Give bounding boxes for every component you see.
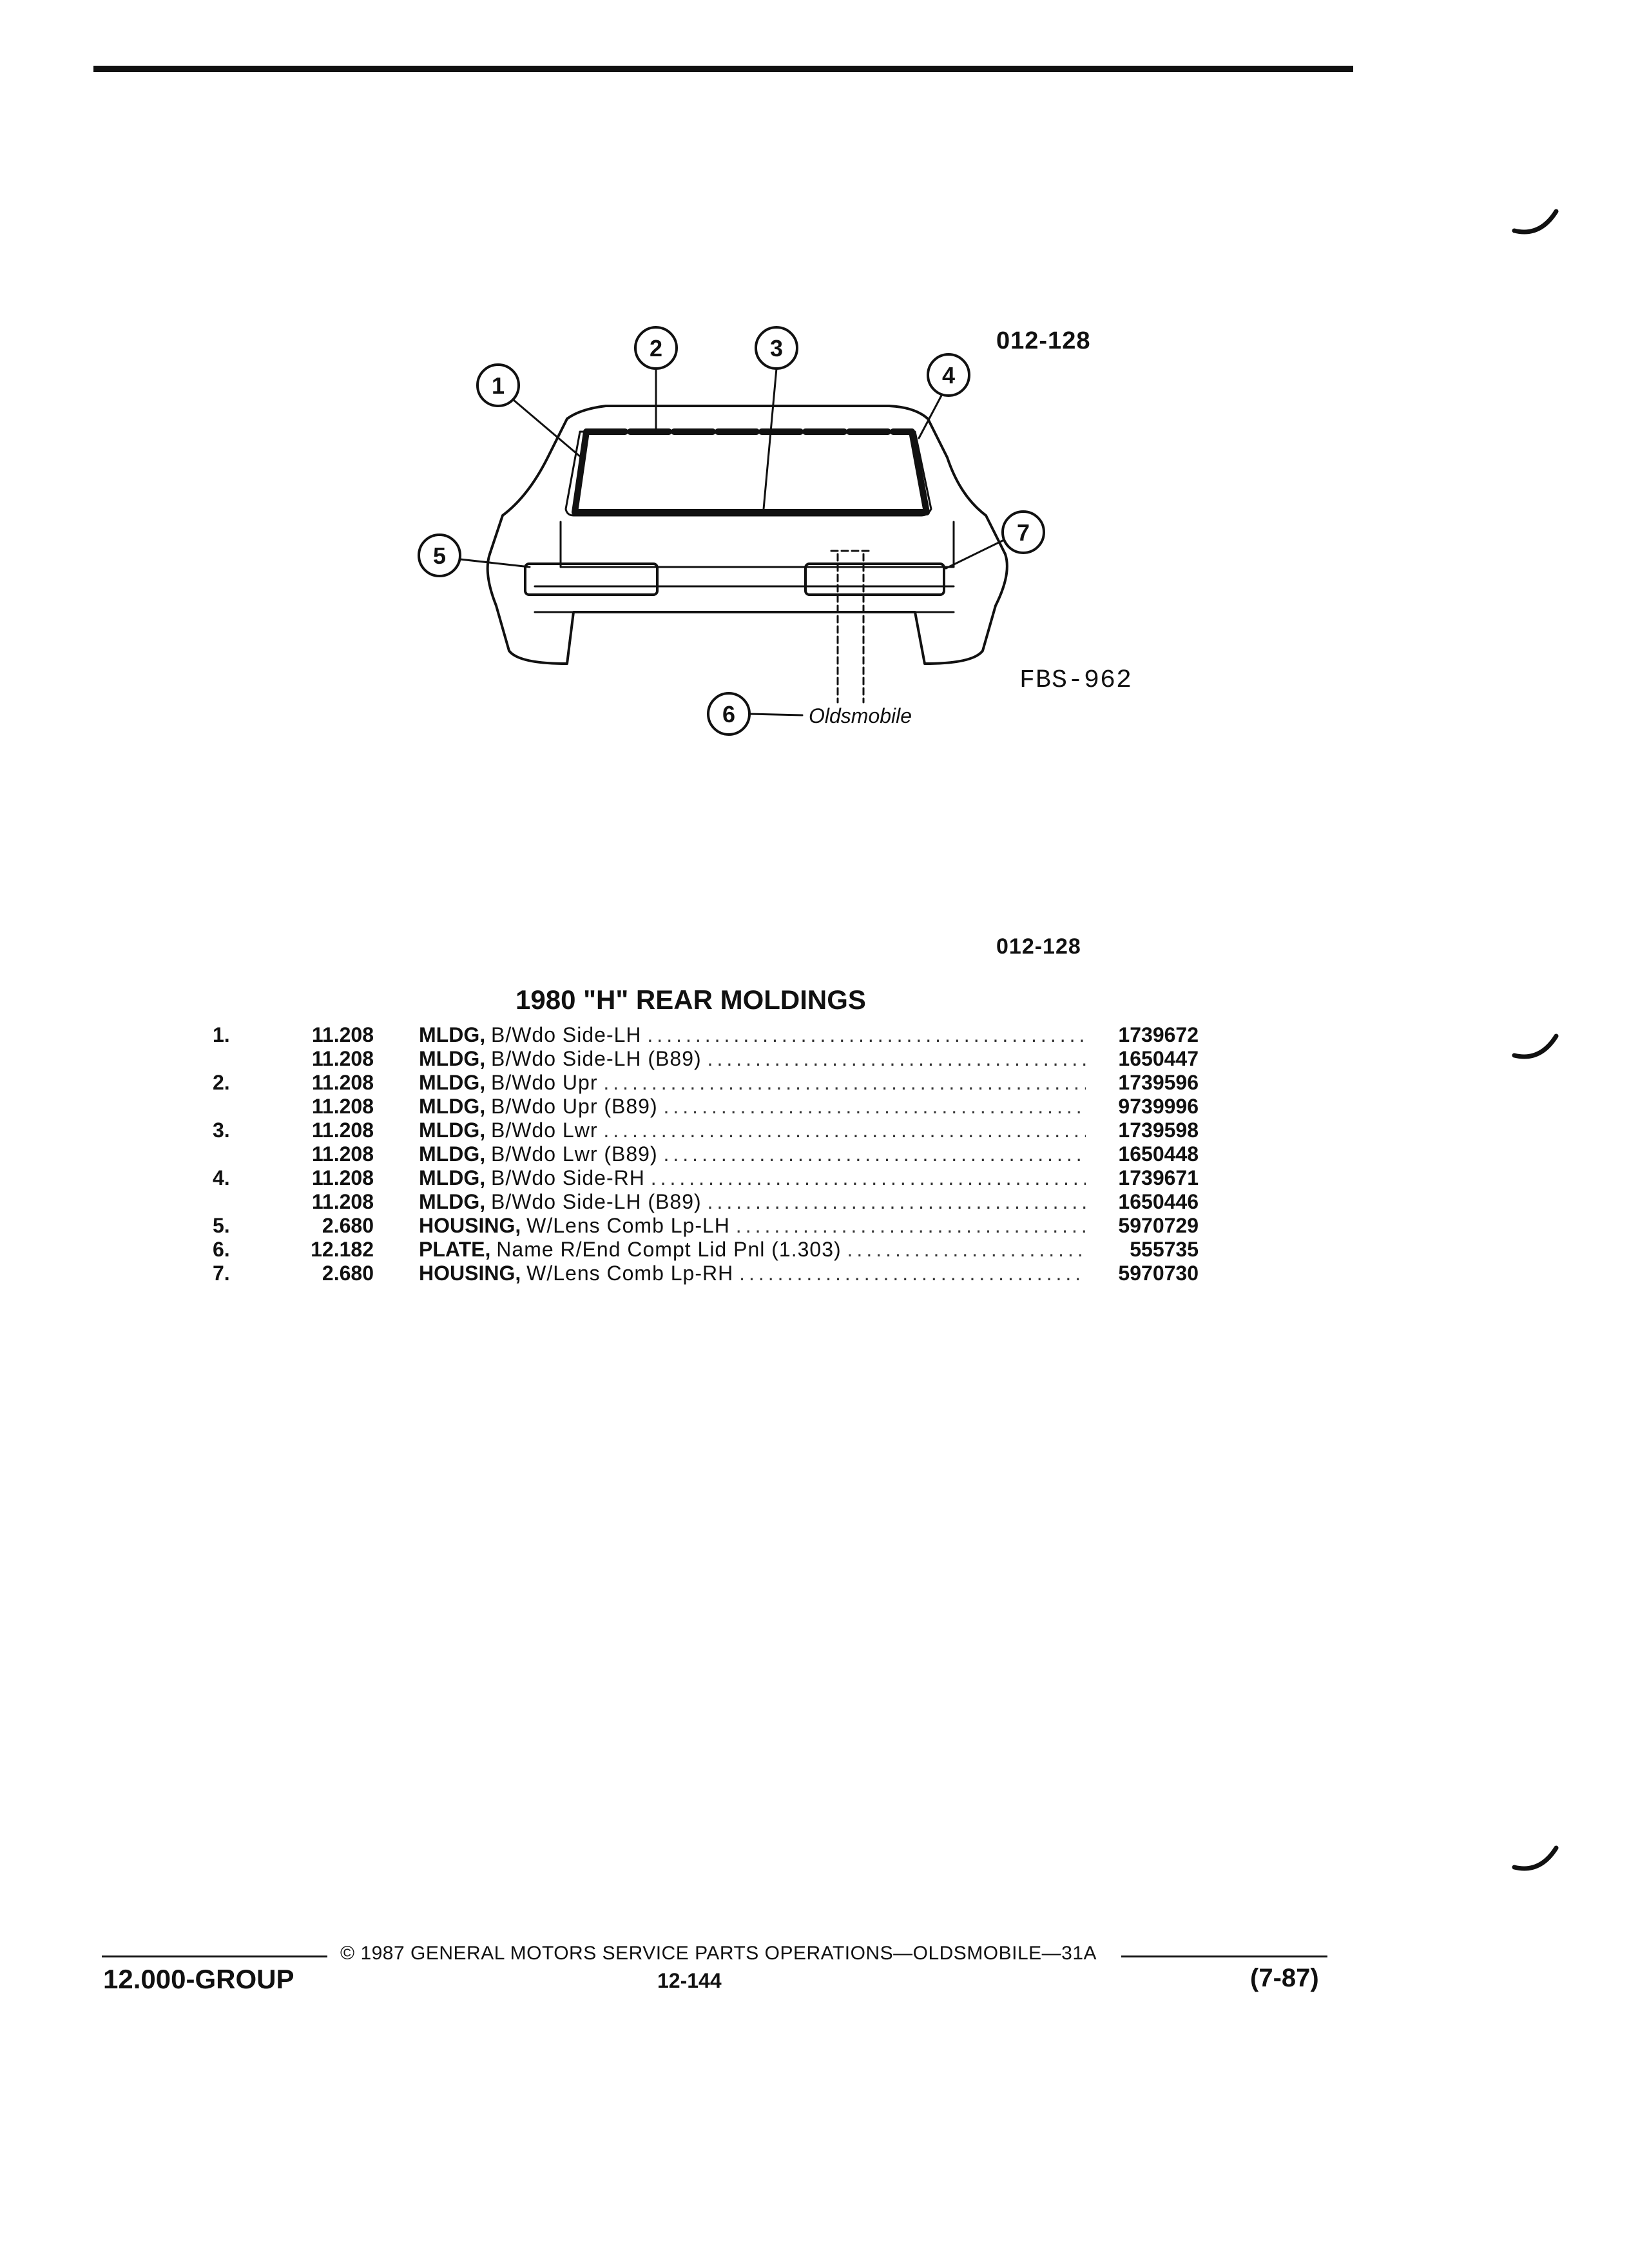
part-description: MLDG, B/Wdo Side-LH (B89) ..............… xyxy=(419,1047,1086,1070)
callout-2: 2 xyxy=(650,335,662,361)
part-description: MLDG, B/Wdo Side-LH (B89) ..............… xyxy=(419,1190,1086,1213)
bumper-line xyxy=(534,585,955,613)
oldsmobile-script-label: Oldsmobile xyxy=(809,704,912,727)
page-title: 1980 "H" REAR MOLDINGS xyxy=(516,985,866,1015)
part-number: 1739596 xyxy=(1118,1071,1199,1094)
part-description: MLDG, B/Wdo Lwr (B89) ..................… xyxy=(419,1142,1086,1166)
part-number: 9739996 xyxy=(1118,1095,1199,1118)
group-number: 12.182 xyxy=(311,1238,374,1261)
group-number: 2.680 xyxy=(322,1214,374,1237)
part-number: 5970730 xyxy=(1118,1262,1199,1285)
right-side-molding xyxy=(909,428,930,515)
part-description: MLDG, B/Wdo Side-LH ....................… xyxy=(419,1023,1086,1046)
parts-list: 1. 11.208 MLDG, B/Wdo Side-LH ..........… xyxy=(213,1023,1218,1285)
group-number: 11.208 xyxy=(311,1190,374,1213)
table-row: 11.208 MLDG, B/Wdo Upr (B89) ...........… xyxy=(213,1095,1218,1119)
binder-tick-mark xyxy=(1511,1841,1563,1880)
table-row: 5. 2.680 HOUSING, W/Lens Comb Lp-LH ....… xyxy=(213,1214,1218,1238)
group-number: 11.208 xyxy=(311,1166,374,1189)
part-description: MLDG, B/Wdo Side-RH ....................… xyxy=(419,1166,1086,1189)
table-row: 11.208 MLDG, B/Wdo Lwr (B89) ...........… xyxy=(213,1142,1218,1166)
callout-6: 6 xyxy=(722,701,735,727)
part-number: 1739671 xyxy=(1118,1166,1199,1189)
top-rule xyxy=(93,66,1353,72)
table-row: 1. 11.208 MLDG, B/Wdo Side-LH ..........… xyxy=(213,1023,1218,1047)
item-number: 1. xyxy=(213,1023,230,1046)
trunk-lid xyxy=(559,521,955,568)
callout-4: 4 xyxy=(942,362,955,389)
part-number: 1739598 xyxy=(1118,1119,1199,1142)
group-number: 11.208 xyxy=(311,1095,374,1118)
group-number: 11.208 xyxy=(311,1047,374,1070)
copyright-notice: © 1987 GENERAL MOTORS SERVICE PARTS OPER… xyxy=(340,1943,1097,1964)
table-row: 2. 11.208 MLDG, B/Wdo Upr ..............… xyxy=(213,1071,1218,1095)
part-number: 1650446 xyxy=(1118,1190,1199,1213)
roof-outline xyxy=(566,405,1007,555)
diagram-ref-number: 012-128 xyxy=(996,327,1091,354)
part-description: PLATE, Name R/End Compt Lid Pnl (1.303) … xyxy=(419,1238,1086,1261)
callout-3: 3 xyxy=(770,335,783,361)
left-lamp-housing xyxy=(524,562,659,596)
left-body-outline xyxy=(488,418,568,555)
figure-code: FBS-962 xyxy=(1019,666,1133,695)
group-number: 2.680 xyxy=(322,1262,374,1285)
part-description: HOUSING, W/Lens Comb Lp-RH .............… xyxy=(419,1262,1086,1285)
right-lamp-housing xyxy=(804,562,945,596)
callout-7: 7 xyxy=(1017,519,1030,546)
group-number: 11.208 xyxy=(311,1142,374,1166)
revision-date: (7-87) xyxy=(1250,1964,1319,1992)
part-description: MLDG, B/Wdo Upr ........................… xyxy=(419,1071,1086,1094)
part-number: 1739672 xyxy=(1118,1023,1199,1046)
part-number: 1650447 xyxy=(1118,1047,1199,1070)
part-number: 1650448 xyxy=(1118,1142,1199,1166)
item-number: 7. xyxy=(213,1262,230,1285)
group-number: 11.208 xyxy=(311,1023,374,1046)
callout-5: 5 xyxy=(433,543,446,569)
table-row: 3. 11.208 MLDG, B/Wdo Lwr ..............… xyxy=(213,1119,1218,1142)
part-number: 555735 xyxy=(1130,1238,1199,1261)
table-row: 4. 11.208 MLDG, B/Wdo Side-RH ..........… xyxy=(213,1166,1218,1190)
rear-moldings-diagram: 1 2 3 4 5 7 6 Oldsmobile xyxy=(387,303,1160,754)
item-number: 6. xyxy=(213,1238,230,1261)
part-description: MLDG, B/Wdo Upr (B89) ..................… xyxy=(419,1095,1086,1118)
part-number: 5970729 xyxy=(1118,1214,1199,1237)
table-row: 11.208 MLDG, B/Wdo Side-LH (B89) .......… xyxy=(213,1190,1218,1214)
item-number: 4. xyxy=(213,1166,230,1189)
group-label: 12.000-GROUP xyxy=(103,1964,294,1994)
group-number: 11.208 xyxy=(311,1071,374,1094)
table-row: 6. 12.182 PLATE, Name R/End Compt Lid Pn… xyxy=(213,1238,1218,1262)
group-number: 11.208 xyxy=(311,1119,374,1142)
table-row: 11.208 MLDG, B/Wdo Side-LH (B89) .......… xyxy=(213,1047,1218,1071)
item-number: 2. xyxy=(213,1071,230,1094)
rear-fascia xyxy=(486,553,1008,665)
binder-tick-mark xyxy=(1511,1030,1563,1068)
item-number: 5. xyxy=(213,1214,230,1237)
binder-tick-mark xyxy=(1511,205,1563,244)
nameplate-guide-lines xyxy=(830,550,871,704)
footer-rule-right xyxy=(1121,1956,1327,1957)
part-description: MLDG, B/Wdo Lwr ........................… xyxy=(419,1119,1086,1142)
table-row: 7. 2.680 HOUSING, W/Lens Comb Lp-RH ....… xyxy=(213,1262,1218,1285)
item-number: 3. xyxy=(213,1119,230,1142)
part-description: HOUSING, W/Lens Comb Lp-LH .............… xyxy=(419,1214,1086,1237)
back-window-frame xyxy=(564,430,932,517)
left-side-molding xyxy=(572,428,590,515)
list-ref-number: 012-128 xyxy=(996,934,1081,959)
callout-1: 1 xyxy=(492,372,505,399)
footer-rule-left xyxy=(102,1956,327,1957)
page-number: 12-144 xyxy=(657,1969,722,1992)
